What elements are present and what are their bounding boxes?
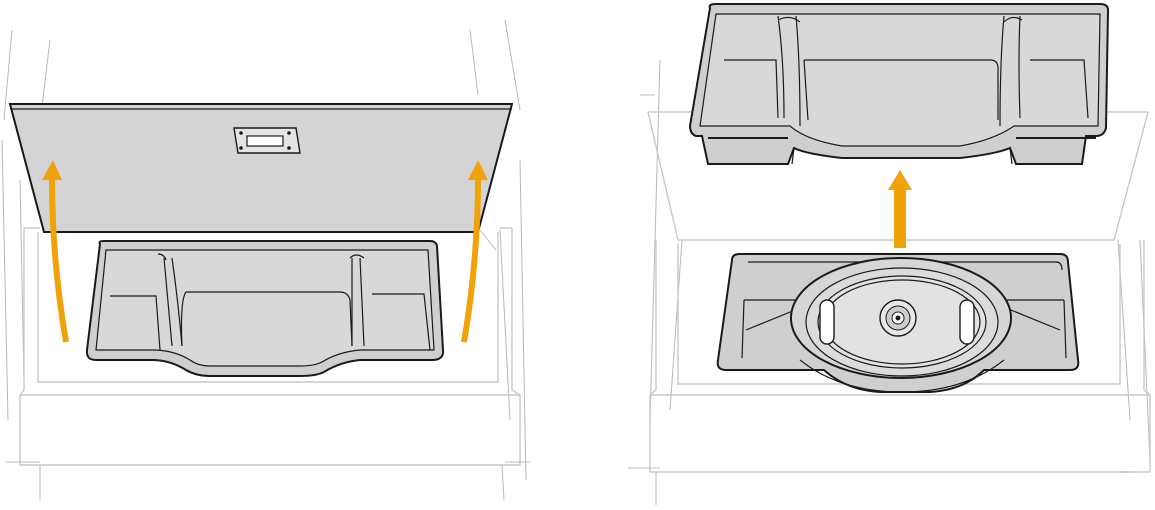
cargo-floor-cover <box>10 104 512 232</box>
cover-handle <box>234 128 300 153</box>
right-panel <box>628 4 1150 505</box>
storage-tray-lifted <box>690 4 1108 164</box>
lift-arrow-up <box>888 170 912 248</box>
wheel-hub-nut <box>880 300 916 336</box>
storage-tray-in-floor <box>87 241 443 376</box>
left-panel <box>2 20 530 500</box>
spare-wheel-well <box>718 254 1079 392</box>
